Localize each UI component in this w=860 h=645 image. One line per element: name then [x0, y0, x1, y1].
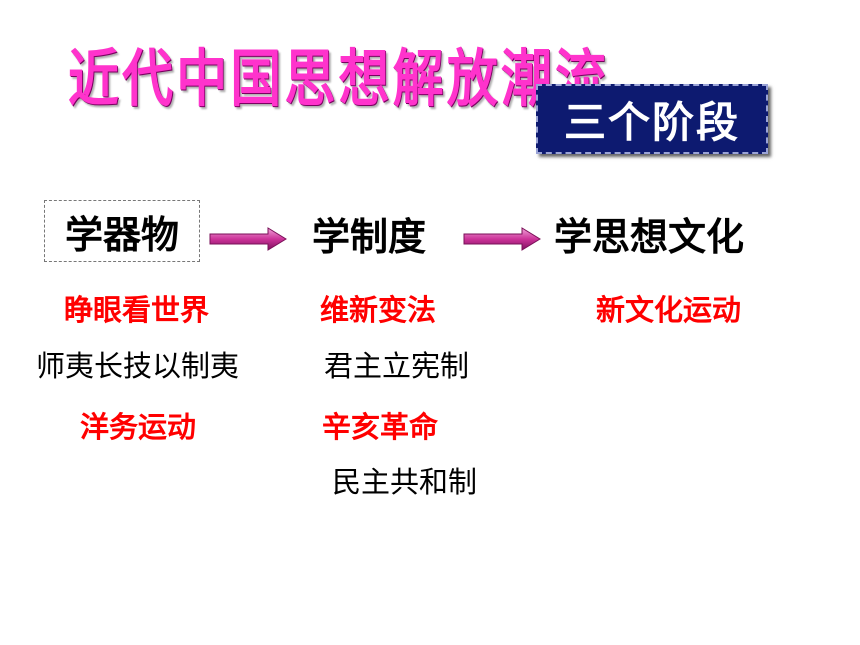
event-open-eyes: 睁眼看世界: [64, 293, 210, 327]
event-reform: 维新变法: [320, 293, 437, 327]
stage-material-label: 学器物: [64, 212, 179, 257]
stages-badge-label: 三个阶段: [563, 97, 740, 147]
stage-material: 学器物: [44, 200, 200, 262]
page-title: 近代中国思想解放潮流: [68, 42, 610, 115]
stage-institution: 学制度: [312, 215, 427, 259]
right-arrow-icon: [209, 227, 287, 251]
stages-badge: 三个阶段: [536, 84, 768, 154]
event-revolution: 辛亥革命: [322, 410, 439, 444]
event-new-culture: 新文化运动: [596, 293, 742, 327]
idea-learn-from-west: 师夷长技以制夷: [36, 349, 240, 383]
right-arrow-icon: [463, 227, 541, 251]
stage-culture: 学思想文化: [554, 215, 745, 259]
idea-constitutional-monarchy: 君主立宪制: [324, 349, 470, 383]
idea-republic: 民主共和制: [332, 465, 478, 499]
event-westernization: 洋务运动: [80, 410, 197, 444]
